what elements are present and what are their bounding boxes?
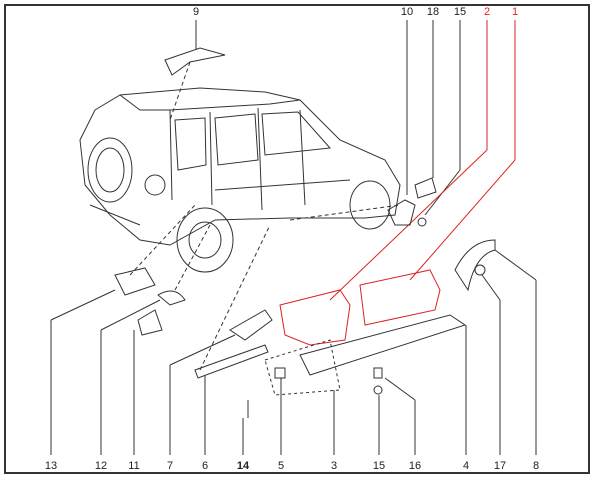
callout-1: 1 [511,6,519,18]
callout-15-bottom: 15 [372,460,386,472]
callout-4: 4 [462,460,470,472]
callout-7: 7 [166,460,174,472]
part-5-clip [274,367,286,379]
callout-9: 9 [192,6,200,18]
callout-3: 3 [330,460,338,472]
part-15-clip [417,217,427,227]
part-3-sill [299,314,467,376]
callout-14: 14 [236,460,250,472]
diagram-frame [4,4,590,474]
callout-8: 8 [532,460,540,472]
leader-1b [409,159,516,281]
part-8-flare [454,239,496,292]
vehicle-outline [79,87,401,273]
part-9-spoiler [164,47,226,76]
part-7 [229,309,273,341]
callout-15-top: 15 [453,6,467,18]
part-1-front-door-molding [359,269,441,326]
part-18 [414,177,437,199]
callout-17: 17 [493,460,507,472]
callout-6: 6 [201,460,209,472]
callout-5: 5 [277,460,285,472]
part-11 [137,309,163,336]
assembly-lines [129,204,401,371]
callout-16: 16 [408,460,422,472]
part-13 [114,267,156,296]
part-15b [373,385,383,395]
callout-12: 12 [94,460,108,472]
part-2-rear-door-molding [279,289,351,346]
part-16 [373,367,383,379]
part-17-clip [474,264,486,276]
part-6-rod [194,344,269,379]
callout-11: 11 [128,460,140,472]
callout-13: 13 [44,460,58,472]
dash-9 [169,61,191,121]
part-10 [387,199,416,226]
callout-18: 18 [426,6,440,18]
callout-10: 10 [400,6,414,18]
part-12 [157,290,186,306]
callout-2: 2 [483,6,491,18]
bottom-leaders [50,249,537,455]
